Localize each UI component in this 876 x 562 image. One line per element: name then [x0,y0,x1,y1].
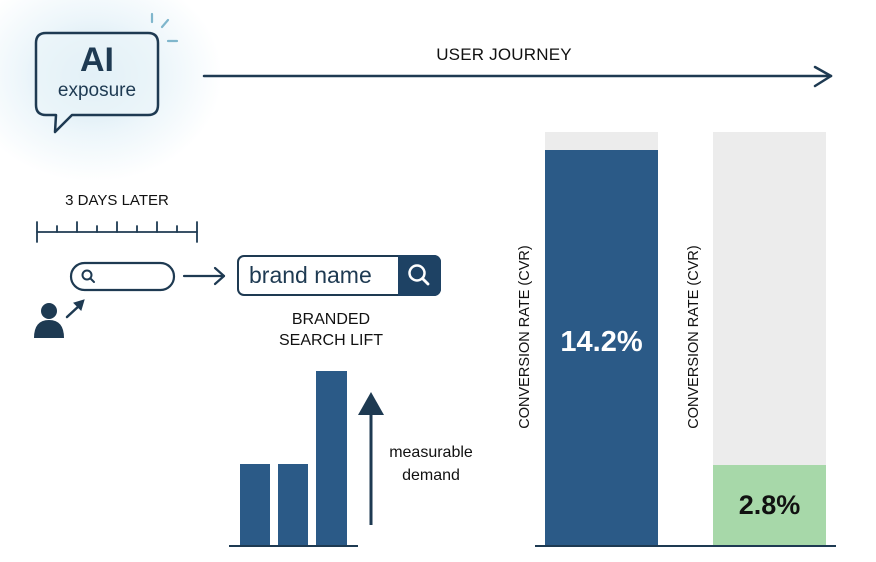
bubble-title: AI [80,41,114,79]
search-icon [408,264,430,286]
branded-search-lift-label: BRANDED SEARCH LIFT [250,309,412,351]
diagonal-arrow-icon [65,299,85,319]
generic-search-input [69,261,176,292]
lift-label-line1: BRANDED [291,311,371,328]
cvr-bar-high [545,150,658,546]
timeline-ruler [36,221,198,243]
timeline-label: 3 DAYS LATER [65,192,169,209]
demand-label-line1: measurable [389,444,473,461]
bubble-subtitle: exposure [57,80,137,101]
measurable-demand-label: measurable demand [376,441,486,487]
speech-bubble-icon [34,31,160,134]
cvr-low-value: 2.8% [738,490,801,520]
demand-label-line2: demand [402,467,460,484]
branded-search-bar-chart [229,371,358,547]
bar-after [316,371,347,546]
cvr-axis-label-left: CONVERSION RATE (CVR) [517,245,533,429]
cvr-axis-label-right: CONVERSION RATE (CVR) [686,245,702,429]
up-arrow-icon [358,392,384,525]
bar-before-2 [278,464,308,546]
arrow-right-icon [182,266,226,286]
journey-arrow-icon [202,65,833,88]
search-icon [81,269,95,283]
journey-label: USER JOURNEY [436,45,572,64]
user-icon [34,303,64,338]
brand-search-value: brand name [249,262,372,288]
lift-label-line2: SEARCH LIFT [278,332,383,349]
cvr-high-value: 14.2% [560,326,643,358]
spark-icon [150,12,179,43]
bar-before-1 [240,464,270,546]
brand-search-button[interactable] [398,255,441,296]
cvr-bar-low [713,465,826,546]
